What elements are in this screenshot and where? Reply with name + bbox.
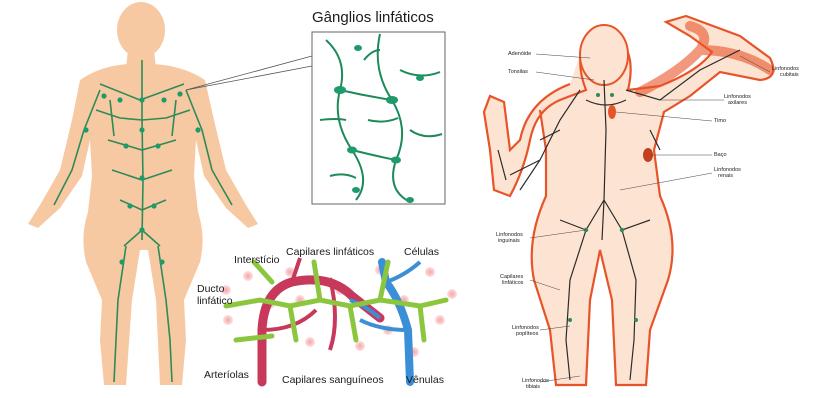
label-arteriolas: Arteríolas [204, 369, 249, 381]
head [117, 2, 165, 58]
label-linfonodos-inguinais-2: inguinais [498, 238, 520, 244]
label-venulas: Vênulas [406, 374, 444, 386]
label-linfonodos-axilares-2: axilares [728, 100, 747, 106]
thymus [608, 105, 616, 119]
label-baco: Baço [714, 152, 727, 158]
label-capilares-sanguineos: Capilares sanguíneos [282, 374, 384, 386]
head [580, 25, 628, 85]
label-celulas: Células [404, 246, 439, 258]
back-view-body [28, 2, 258, 385]
label-capilares-linfaticos: Capilares linfáticos [286, 246, 374, 258]
label-linfonodos-cubitais-2: cubitais [780, 72, 799, 78]
label-linfonodos-tibiais-2: tibiais [526, 384, 540, 390]
label-linfonodos-renais-2: renais [718, 173, 733, 179]
label-ducto-line2: linfático [197, 295, 233, 307]
label-capilares-linfaticos-right-2: linfáticos [502, 280, 523, 286]
capillary-diagram [221, 258, 457, 382]
inset-title: Gânglios linfáticos [312, 9, 434, 26]
label-intersticio: Interstício [234, 254, 280, 266]
label-tonsilas: Tonsilas [508, 69, 528, 75]
label-adenoide: Adenóide [508, 51, 531, 57]
label-timo: Timo [714, 118, 726, 124]
label-ducto-line1: Ducto [197, 283, 224, 295]
lymph-node-inset [312, 32, 445, 204]
label-linfonodos-popliteos-2: poplíteos [516, 331, 538, 337]
